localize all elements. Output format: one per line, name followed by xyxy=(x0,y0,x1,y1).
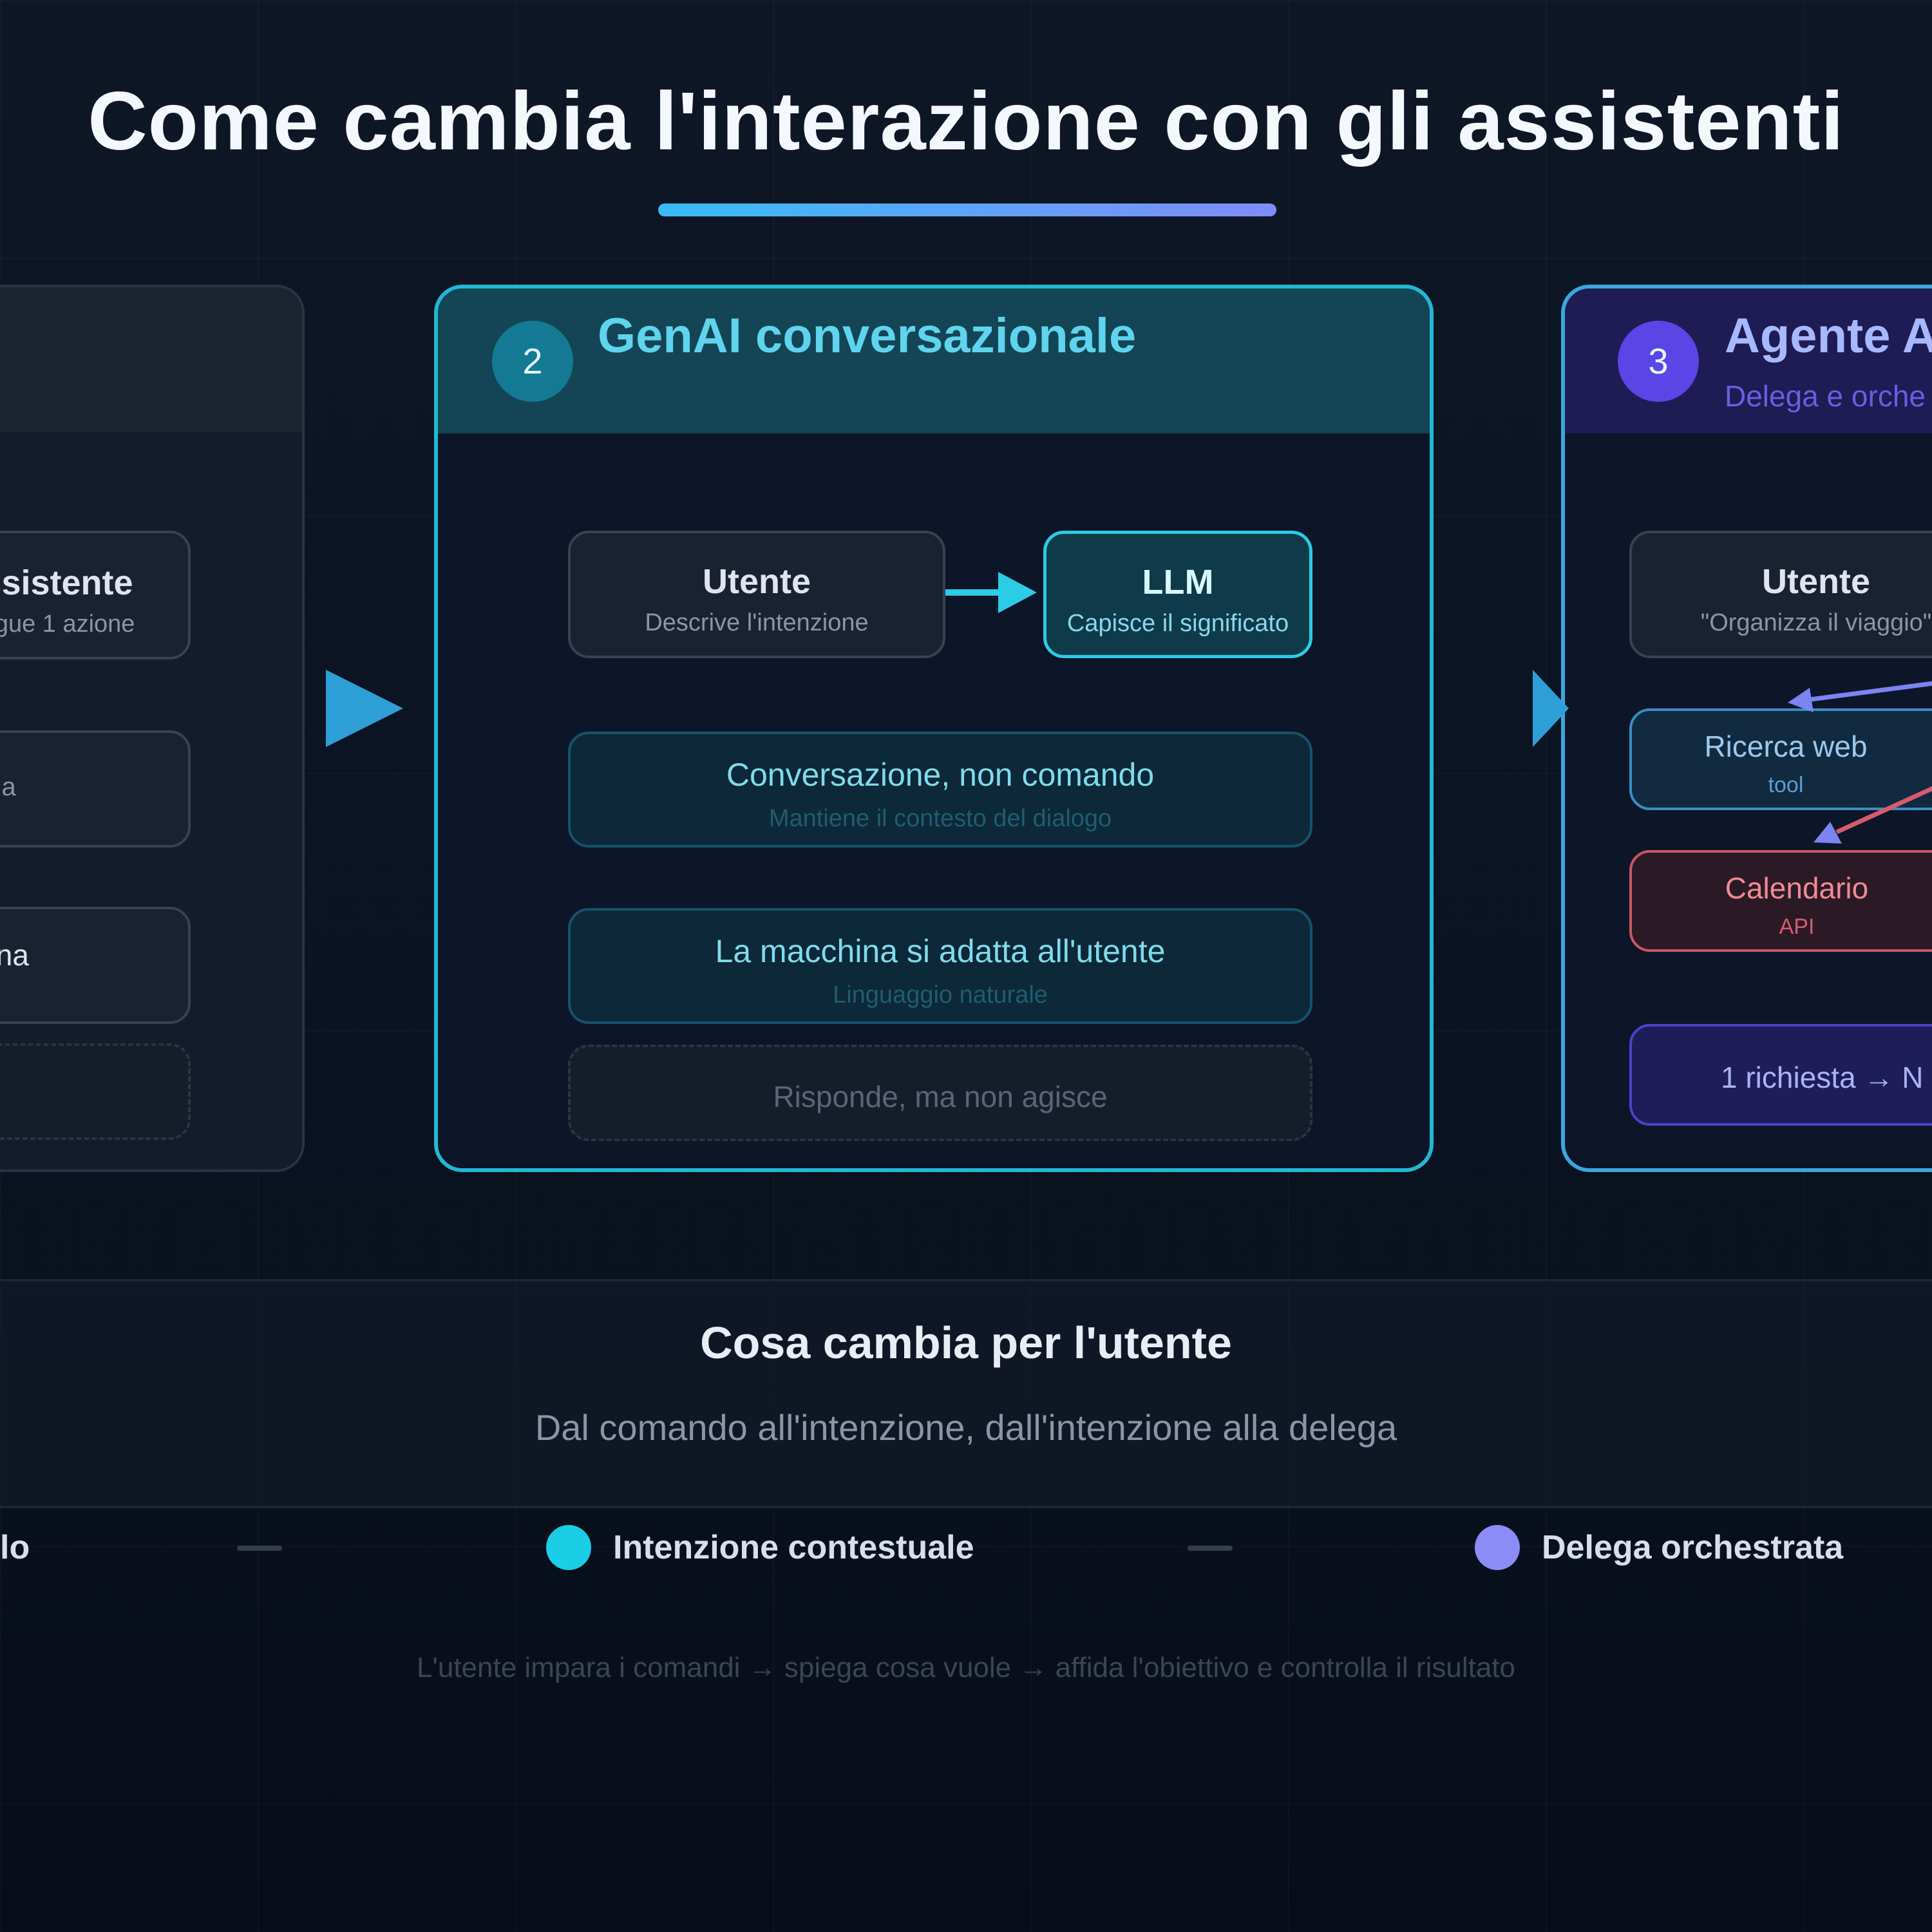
panel-1-box-3: nina xyxy=(0,907,191,1024)
summary-text: 1 richiesta → N xyxy=(1721,1061,1924,1094)
legend-item-1: lo xyxy=(0,1525,30,1570)
conversation-box-title: Conversazione, non comando xyxy=(726,757,1155,793)
legend-item-2-label: Intenzione contestuale xyxy=(613,1529,974,1566)
agent-user-box-subtitle: "Organizza il viaggio" xyxy=(1700,609,1932,636)
calendar-subtitle: API xyxy=(1779,914,1815,939)
panel-3-header: 3 Agente A Delega e orche xyxy=(1565,289,1932,433)
summary-box: 1 richiesta → N xyxy=(1629,1024,1932,1126)
limit-box: Risponde, ma non agisce xyxy=(568,1045,1312,1141)
panel-1-box-2: oria xyxy=(0,730,191,848)
legend-dot-teal xyxy=(546,1525,591,1570)
agent-to-search-connector xyxy=(1810,681,1932,702)
panel-1-header xyxy=(0,287,302,432)
page-title: Come cambia l'interazione con gli assist… xyxy=(88,75,1844,167)
summary-subtitle: Dal comando all'intenzione, dall'intenzi… xyxy=(535,1407,1397,1448)
panel-2: 2 GenAI conversazionale Utente Descrive … xyxy=(434,285,1434,1172)
flow-arrow-2-3 xyxy=(1533,670,1569,747)
panel-2-title: GenAI conversazionale xyxy=(598,308,1137,363)
panel-1-box-3-text: nina xyxy=(0,938,29,972)
title-underline xyxy=(658,204,1276,216)
panel-3-subtitle: Delega e orche xyxy=(1725,379,1926,413)
panel-1-assistant-box: Assistente esegue 1 azione xyxy=(0,531,191,659)
legend-separator-2 xyxy=(1188,1546,1233,1551)
legend-separator-1 xyxy=(237,1546,282,1551)
adapt-box-title: La macchina si adatta all'utente xyxy=(715,933,1166,969)
web-search-title: Ricerca web xyxy=(1704,730,1868,763)
legend-item-2: Intenzione contestuale xyxy=(546,1525,974,1570)
agent-to-search-arrowhead xyxy=(1788,688,1814,712)
user-to-llm-arrowhead xyxy=(998,572,1037,613)
calendar-title: Calendario xyxy=(1725,871,1869,905)
agent-to-calendar-connector xyxy=(1835,786,1932,835)
agent-user-box: Utente "Organizza il viaggio" xyxy=(1629,531,1932,658)
limit-box-text: Risponde, ma non agisce xyxy=(773,1080,1108,1113)
calendar-api-box: Calendario API xyxy=(1629,850,1932,952)
summary-title: Cosa cambia per l'utente xyxy=(700,1318,1232,1368)
conversation-box: Conversazione, non comando Mantiene il c… xyxy=(568,732,1312,848)
llm-box-title: LLM xyxy=(1142,563,1214,601)
web-search-subtitle: tool xyxy=(1768,773,1804,797)
panel-1-assistant-subtitle: esegue 1 azione xyxy=(0,611,135,638)
llm-box-subtitle: Capisce il significato xyxy=(1066,610,1289,637)
legend-item-3-label: Delega orchestrata xyxy=(1542,1529,1844,1566)
agent-user-box-title: Utente xyxy=(1761,562,1870,601)
panel-2-step-badge: 2 xyxy=(492,321,573,402)
user-box-subtitle: Descrive l'intenzione xyxy=(645,609,869,636)
panel-3-title: Agente A xyxy=(1725,308,1932,363)
panel-1-assistant-title: Assistente xyxy=(0,564,133,602)
summary-band xyxy=(0,1279,1932,1508)
panel-3: 3 Agente A Delega e orche Utente "Organi… xyxy=(1561,285,1932,1172)
llm-box: LLM Capisce il significato xyxy=(1043,531,1312,658)
panel-1: Assistente esegue 1 azione oria nina e xyxy=(0,285,305,1172)
panel-3-step-badge: 3 xyxy=(1618,321,1699,402)
legend-item-1-label: lo xyxy=(0,1529,30,1566)
web-search-tool-box: Ricerca web tool xyxy=(1629,708,1932,810)
bottom-note: L'utente impara i comandi → spiega cosa … xyxy=(416,1652,1515,1683)
legend-dot-indigo xyxy=(1475,1525,1520,1570)
panel-2-header: 2 GenAI conversazionale xyxy=(438,289,1430,433)
flow-arrow-1-2 xyxy=(326,670,403,747)
legend-item-3: Delega orchestrata xyxy=(1475,1525,1843,1570)
panel-1-box-4: e xyxy=(0,1043,191,1140)
adapt-box: La macchina si adatta all'utente Linguag… xyxy=(568,908,1312,1024)
user-box-title: Utente xyxy=(702,562,811,601)
agent-to-calendar-arrowhead xyxy=(1814,822,1842,844)
conversation-box-subtitle: Mantiene il contesto del dialogo xyxy=(768,805,1112,832)
user-box: Utente Descrive l'intenzione xyxy=(568,531,945,658)
adapt-box-subtitle: Linguaggio naturale xyxy=(833,981,1048,1009)
panel-1-box-2-subtitle: oria xyxy=(0,773,16,801)
